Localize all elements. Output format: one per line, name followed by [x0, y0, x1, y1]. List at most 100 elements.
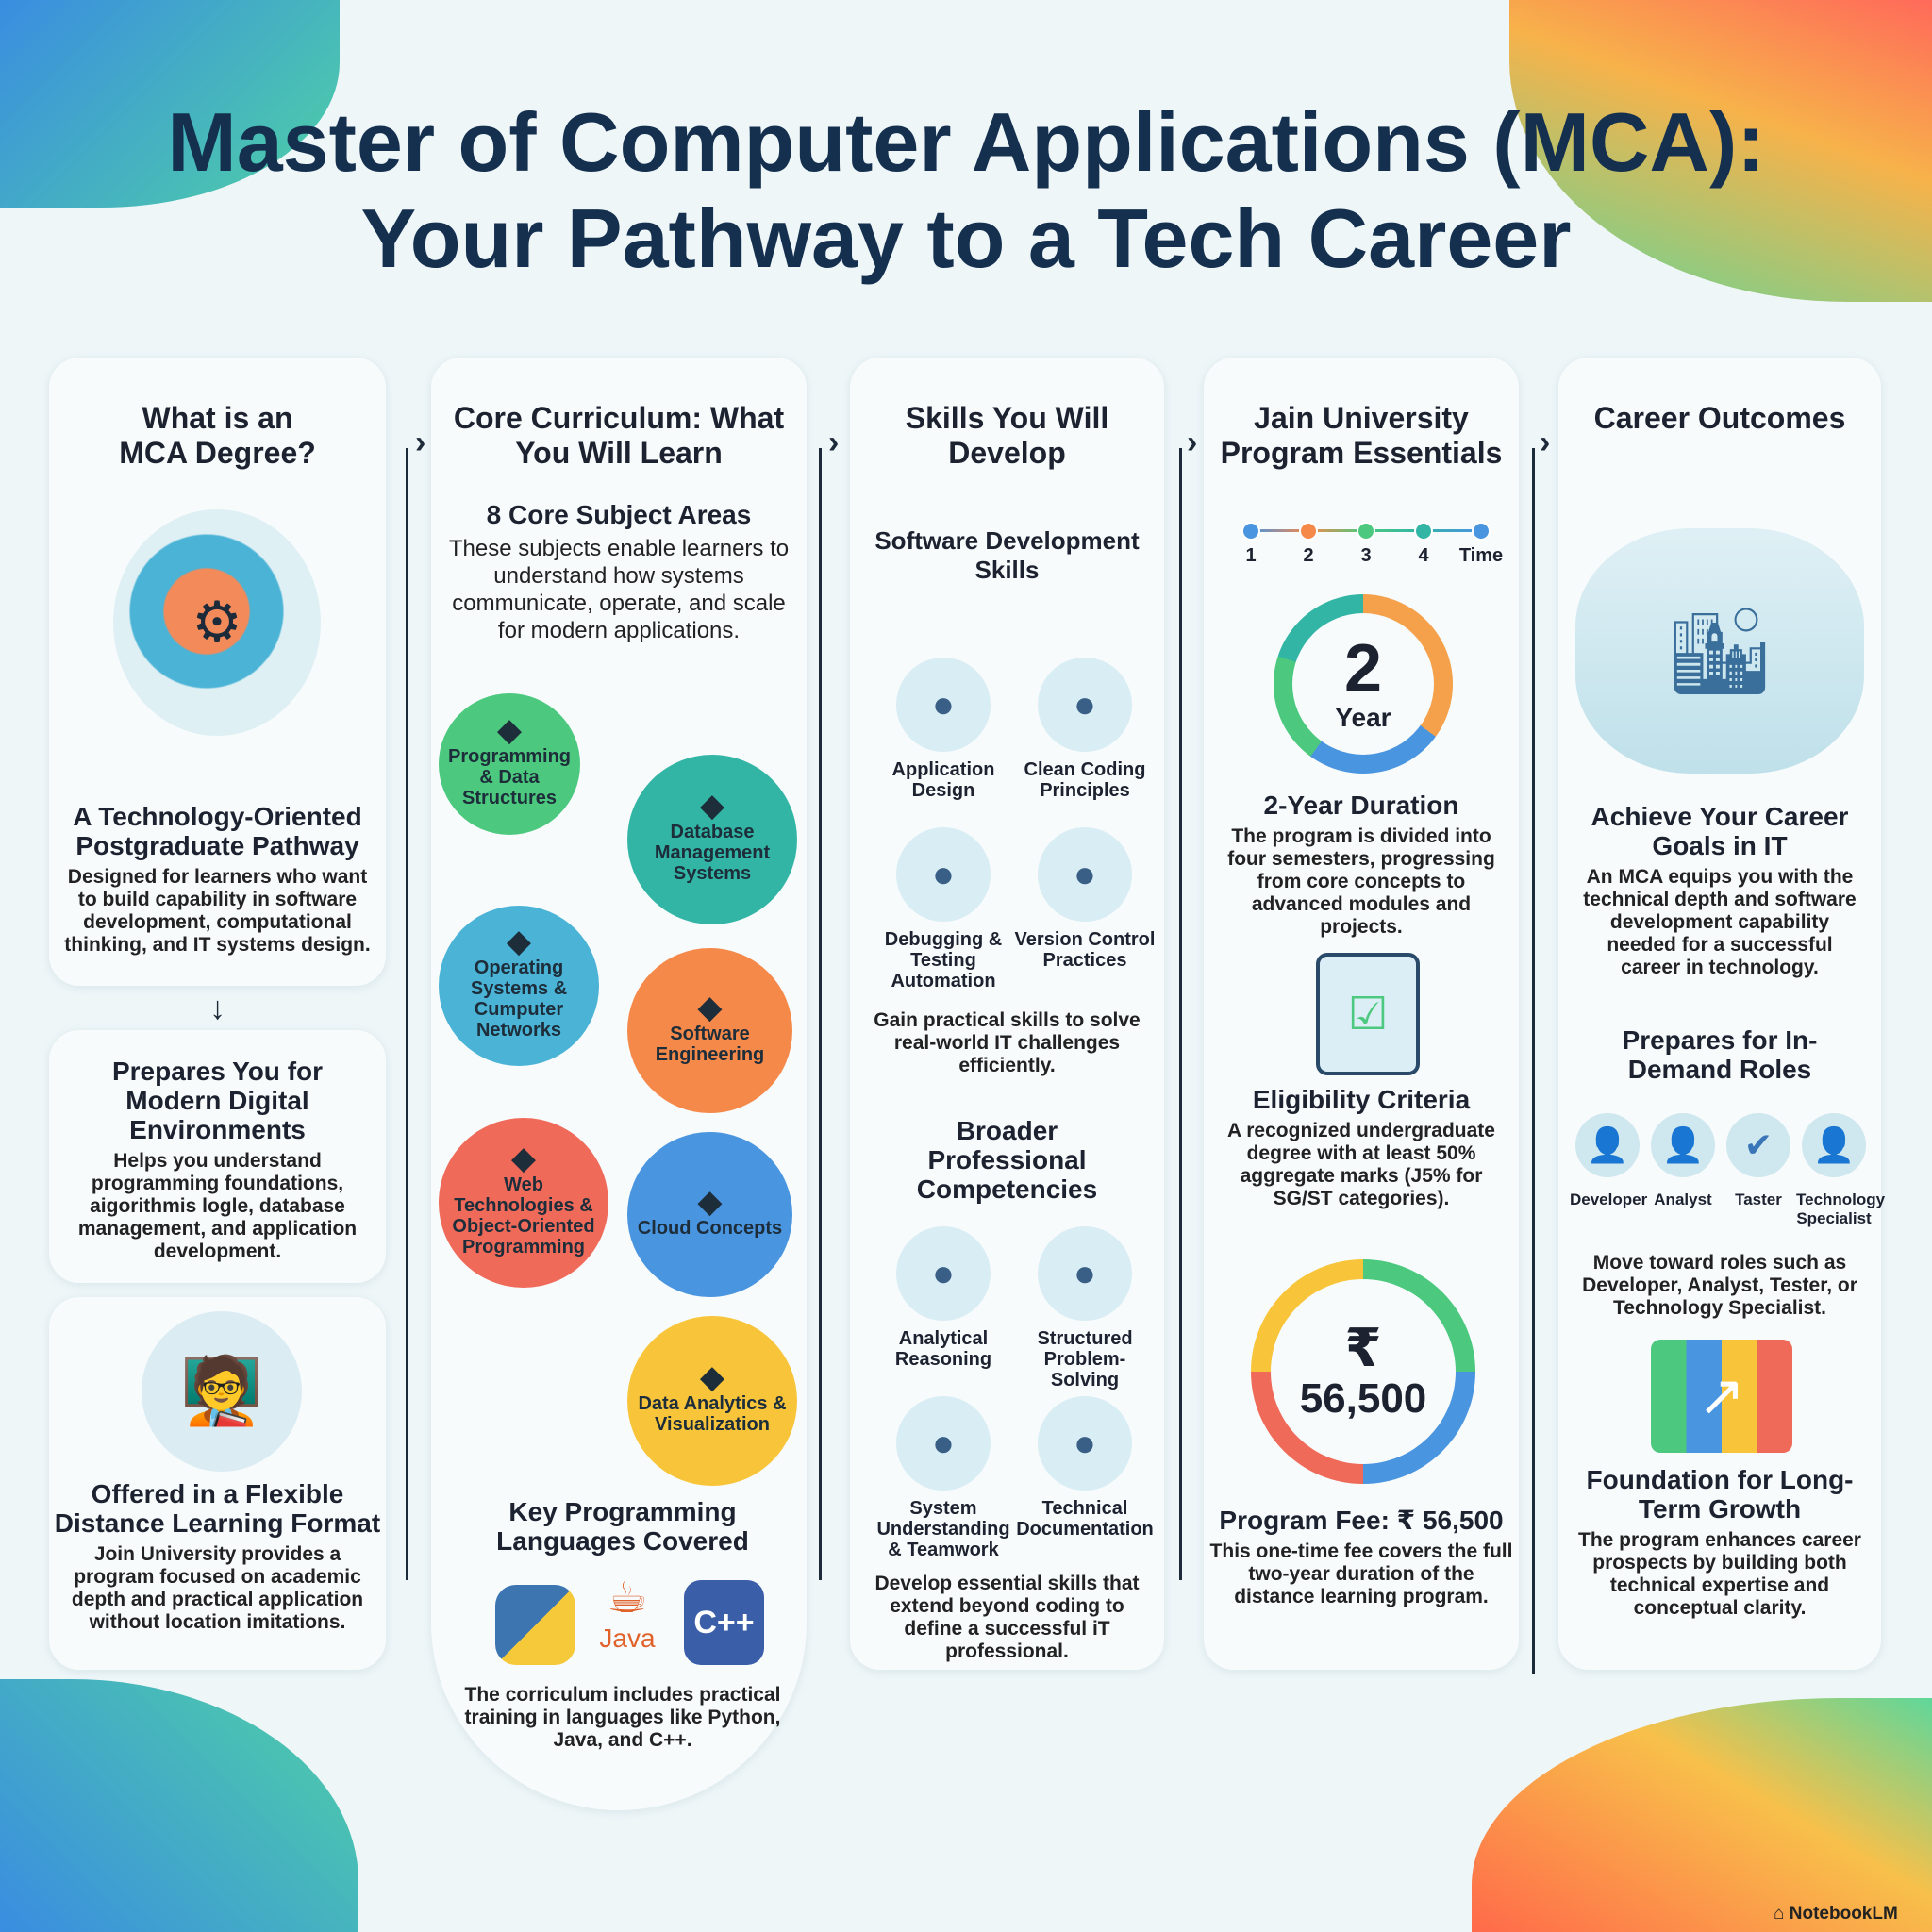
- mca-sub-1: A Technology-Oriented Postgraduate Pathw…: [73, 802, 362, 860]
- bug-magnifier-icon: ●: [896, 827, 991, 922]
- duration-body: The program is divided into four semeste…: [1227, 825, 1495, 938]
- career-goals-body: An MCA equips you with the technical dep…: [1583, 866, 1857, 978]
- bar-chart-icon: ◆: [699, 1359, 725, 1395]
- growth-group: Foundation for Long-Term Growth The prog…: [1577, 1465, 1862, 1620]
- arrow-right-icon: ›: [415, 425, 426, 460]
- subject-label: Programming & Data Structures: [447, 746, 572, 808]
- city-growth-icon: 🏙: [1575, 528, 1864, 774]
- languages-heading: Key Programming Languages Covered: [496, 1497, 749, 1556]
- arrow-down-icon: ↓: [209, 991, 225, 1026]
- decor-blob: [1472, 1698, 1932, 1932]
- skill-label: Application Design: [891, 759, 995, 801]
- role-label: Analyst: [1654, 1191, 1712, 1208]
- title-line-2: Your Pathway to a Tech Career: [360, 192, 1572, 285]
- mca-sub-2: Prepares You for Modern Digital Environm…: [111, 1057, 324, 1144]
- gears-icon: ◆: [697, 989, 723, 1025]
- subject-4: ◆Software Engineering: [627, 948, 792, 1113]
- timeline-dot: [1241, 522, 1260, 541]
- software-skills-body: Gain practical skills to solve real-worl…: [874, 1009, 1141, 1076]
- mca-body-1: Designed for learners who want to build …: [64, 866, 371, 956]
- eligibility-group: Eligibility Criteria A recognized underg…: [1218, 1085, 1505, 1210]
- competencies-body: Develop essential skills that extend bey…: [874, 1573, 1140, 1662]
- skills-heading: Skills You Will Develop: [905, 401, 1109, 470]
- skill-label: Debugging & Testing Automation: [884, 929, 1003, 991]
- code-window-icon: ◆: [496, 712, 523, 748]
- java-label: Java: [599, 1624, 656, 1653]
- mca-body-3: Join University provides a program focus…: [71, 1543, 364, 1633]
- role-label: Taster: [1735, 1191, 1782, 1208]
- skill-label: Technical Documentation: [1016, 1498, 1154, 1540]
- timeline-dot: [1414, 522, 1433, 541]
- clipboard-checklist-icon: ☑: [1316, 953, 1420, 1075]
- languages-body: The corriculum includes practical traini…: [464, 1684, 781, 1751]
- brain-circuit-icon: ⚙: [113, 509, 321, 736]
- arrow-right-icon: ›: [1540, 425, 1551, 460]
- subject-label: Database Management Systems: [654, 822, 771, 884]
- subject-label: Web Technologies & Object-Oriented Progr…: [452, 1174, 595, 1257]
- title-line-1: Master of Computer Applications (MCA):: [167, 95, 1765, 189]
- developer-avatar-icon: 👤: [1575, 1113, 1640, 1177]
- subject-2: ◆Database Management Systems: [627, 755, 797, 924]
- fee-value: 56,500: [1299, 1375, 1427, 1422]
- duration-donut: 2 Year: [1274, 594, 1453, 774]
- python-logo: [495, 1585, 575, 1665]
- analyst-avatar-icon: 👤: [1651, 1113, 1715, 1177]
- check-magnifier-icon: ✔: [1726, 1113, 1790, 1177]
- skill-label: Version Control Practices: [1014, 929, 1156, 971]
- career-heading: Career Outcomes: [1593, 401, 1846, 435]
- mca-degree-heading: What is an MCA Degree?: [119, 401, 316, 470]
- subject-7: ◆Data Analytics & Visualization: [627, 1316, 797, 1486]
- timeline-dot: [1357, 522, 1375, 541]
- app-design-icon: ●: [896, 658, 991, 752]
- team-gear-icon: ●: [896, 1396, 991, 1491]
- career-goals-heading: Achieve Your Career Goals in IT: [1591, 802, 1849, 860]
- timeline-label: 3: [1360, 545, 1372, 566]
- mca-group-1: A Technology-Oriented Postgraduate Pathw…: [58, 802, 376, 957]
- brain-gear-icon: ●: [896, 1226, 991, 1321]
- document-pen-icon: ●: [1038, 1396, 1132, 1491]
- mca-group-2: Prepares You for Modern Digital Environm…: [68, 1057, 367, 1263]
- duration-unit: Year: [1335, 703, 1391, 732]
- eligibility-body: A recognized undergraduate degree with a…: [1227, 1120, 1495, 1209]
- mca-group-3: Offered in a Flexible Distance Learning …: [53, 1479, 382, 1634]
- notebooklm-watermark: ⌂ NotebookLM: [1774, 1904, 1898, 1924]
- duration-group: 2-Year Duration The program is divided i…: [1213, 791, 1509, 939]
- growth-chart-icon: ↗: [1651, 1340, 1792, 1453]
- duration-number: 2: [1343, 631, 1383, 707]
- connector-line: [1179, 448, 1182, 1580]
- network-icon: ◆: [506, 924, 532, 959]
- arrow-right-icon: ›: [828, 425, 840, 460]
- timeline-label: Time: [1458, 545, 1504, 566]
- arrow-right-icon: ›: [1187, 425, 1198, 460]
- skill-label: Clean Coding Principles: [1024, 759, 1146, 801]
- software-skills-heading: Software Development Skills: [874, 526, 1140, 584]
- web-gear-icon: ◆: [510, 1141, 537, 1176]
- growth-body: The program enhances career prospects by…: [1578, 1529, 1861, 1619]
- fee-group: Program Fee: ₹ 56,500 This one-time fee …: [1209, 1506, 1513, 1608]
- subject-6: ◆Cloud Concepts: [627, 1132, 792, 1297]
- decor-blob: [0, 1679, 358, 1932]
- connector-line: [406, 448, 408, 1580]
- eligibility-heading: Eligibility Criteria: [1252, 1085, 1471, 1114]
- subject-label: Data Analytics & Visualization: [638, 1393, 787, 1435]
- connector-line: [819, 448, 822, 1580]
- presenter-screen-icon: 🧑‍🏫: [142, 1311, 302, 1472]
- timeline-dot: [1299, 522, 1318, 541]
- fee-body: This one-time fee covers the full two-ye…: [1209, 1541, 1513, 1607]
- subject-label: Cloud Concepts: [637, 1217, 783, 1239]
- watermark-text: NotebookLM: [1789, 1904, 1898, 1924]
- fee-heading: Program Fee: ₹ 56,500: [1219, 1506, 1504, 1535]
- java-logo: ☕Java: [594, 1571, 660, 1654]
- skill-label: Structured Problem-Solving: [1037, 1328, 1133, 1391]
- page-title: Master of Computer Applications (MCA): Y…: [0, 94, 1932, 287]
- timeline-label: 1: [1245, 545, 1257, 566]
- professional-competencies-heading: Broader Professional Competencies: [916, 1116, 1098, 1204]
- essentials-heading: Jain University Program Essentials: [1220, 401, 1503, 470]
- career-goals-group: Achieve Your Career Goals in IT An MCA e…: [1577, 802, 1862, 979]
- skill-label: Analytical Reasoning: [894, 1328, 992, 1370]
- cpp-logo: C++: [684, 1580, 764, 1665]
- subject-5: ◆Web Technologies & Object-Oriented Prog…: [439, 1118, 608, 1288]
- git-icon: ●: [1038, 827, 1132, 922]
- rupee-icon: ₹: [1344, 1318, 1382, 1377]
- timeline-label: 2: [1303, 545, 1314, 566]
